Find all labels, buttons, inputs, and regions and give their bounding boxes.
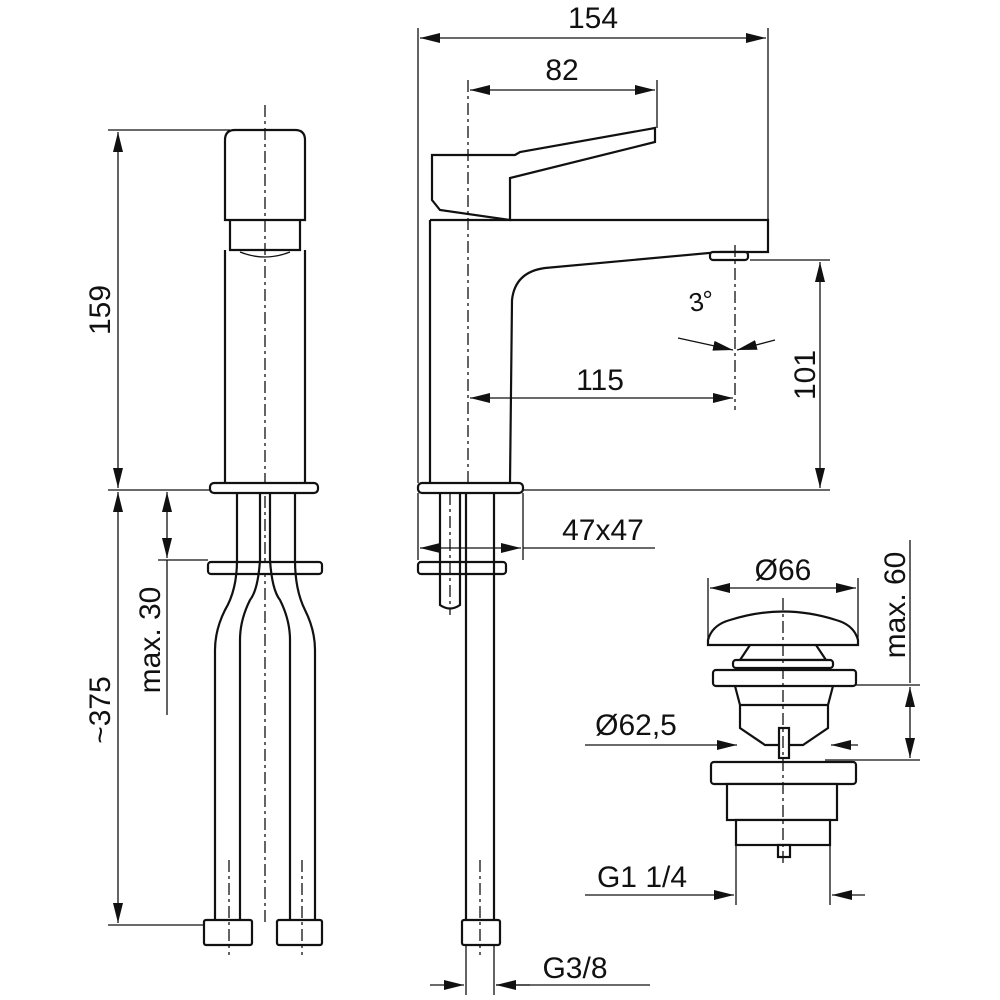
dim-spout-height: 101 (789, 350, 822, 400)
dim-base-size: 47x47 (562, 514, 644, 547)
dim-hose-thread: G3/8 (542, 952, 607, 985)
dim-waste-flange-diameter: Ø62,5 (595, 709, 677, 742)
dim-overall-length: 154 (568, 2, 618, 35)
dim-hose-length: ~375 (84, 676, 117, 744)
dim-total-height: 159 (84, 285, 117, 335)
faucet-front-view (416, 28, 830, 995)
dim-waste-thread: G1 1/4 (597, 861, 687, 894)
dim-max-deck-thickness: max. 30 (134, 587, 167, 694)
dim-spout-angle: 3° (687, 284, 717, 318)
dim-waste-max-height: max. 60 (879, 552, 912, 659)
dim-handle-length: 82 (545, 54, 578, 87)
faucet-side-view (108, 105, 324, 955)
pop-up-waste-view (585, 540, 920, 905)
dim-waste-cap-diameter: Ø66 (755, 554, 812, 587)
dim-spout-reach: 115 (576, 364, 624, 397)
